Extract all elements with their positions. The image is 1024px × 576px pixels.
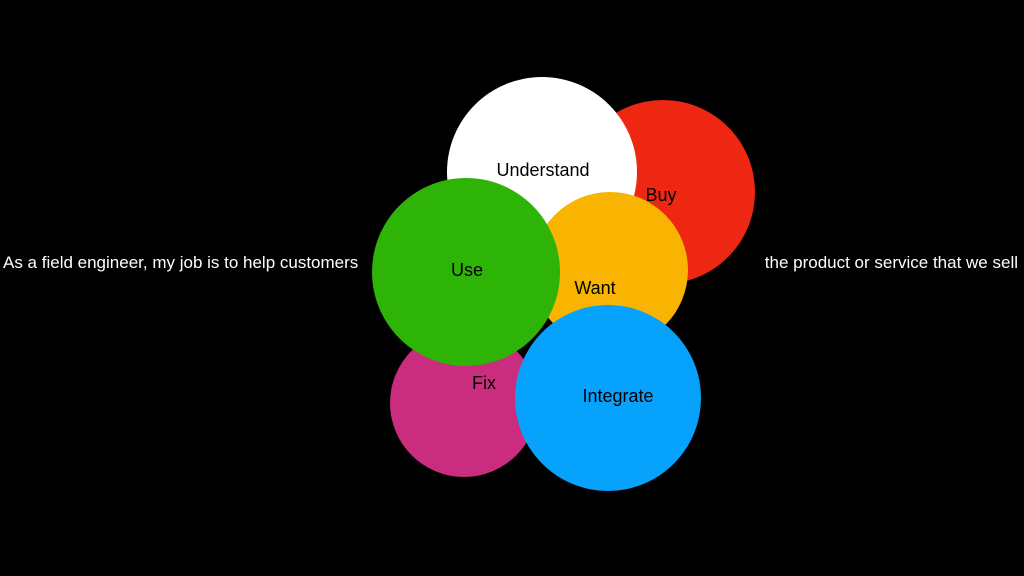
circle-label-integrate: Integrate	[582, 386, 654, 407]
left-caption: As a field engineer, my job is to help c…	[3, 252, 359, 272]
circle-label-buy: Buy	[645, 185, 677, 206]
circle-use	[372, 178, 560, 366]
circle-label-fix: Fix	[472, 373, 496, 394]
right-caption: the product or service that we sell	[764, 252, 1018, 272]
circle-label-use: Use	[450, 260, 484, 281]
circle-label-understand: Understand	[496, 160, 590, 181]
circle-integrate	[515, 305, 701, 491]
circle-label-want: Want	[574, 278, 616, 299]
